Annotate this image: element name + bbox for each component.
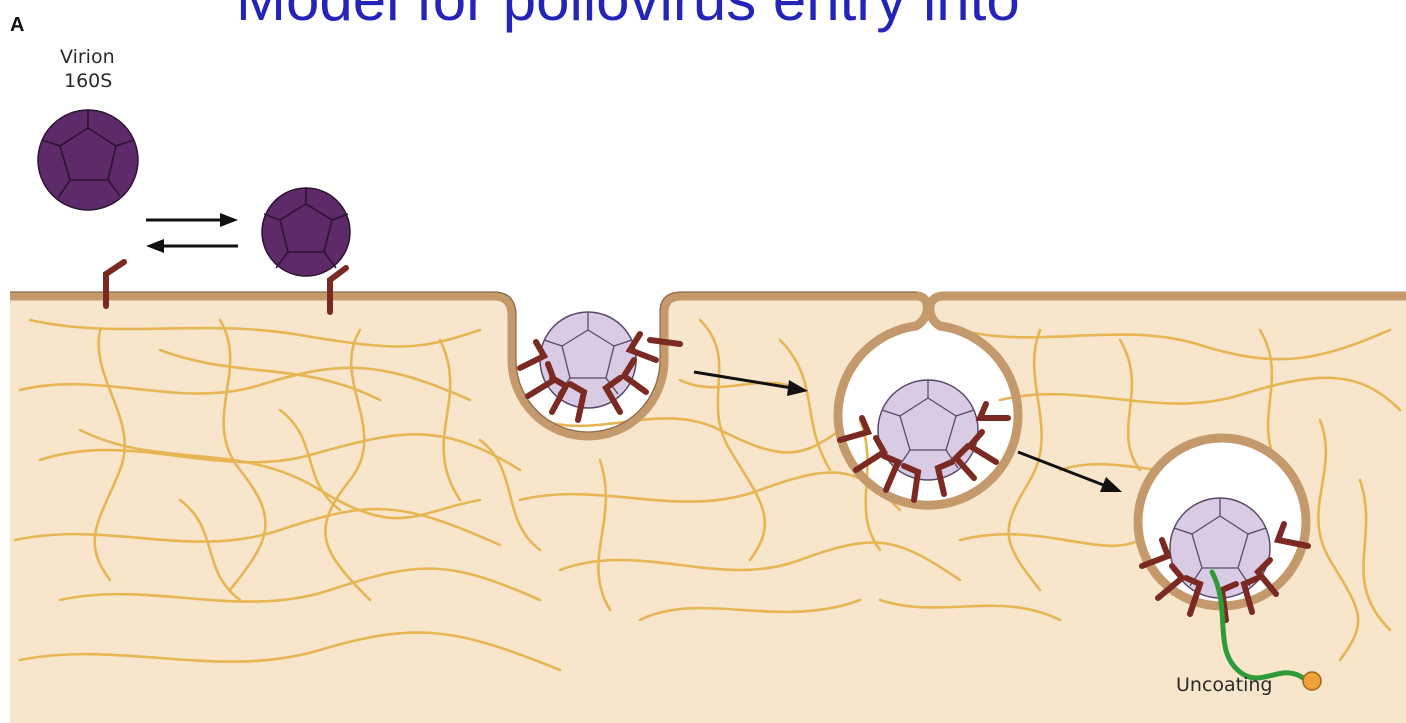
vpg-protein bbox=[1303, 672, 1321, 690]
uncoating-label: Uncoating bbox=[1176, 674, 1273, 698]
slide-title: Model for poliovirus entry into bbox=[236, 0, 1020, 30]
receptor-bound-virion bbox=[262, 188, 350, 276]
free-virion bbox=[38, 110, 138, 210]
panel-letter: A bbox=[10, 14, 24, 37]
virion-label-line1: Virion bbox=[60, 46, 115, 70]
virion-label-line2: 160S bbox=[64, 70, 112, 94]
equilibrium-arrows bbox=[146, 213, 238, 253]
